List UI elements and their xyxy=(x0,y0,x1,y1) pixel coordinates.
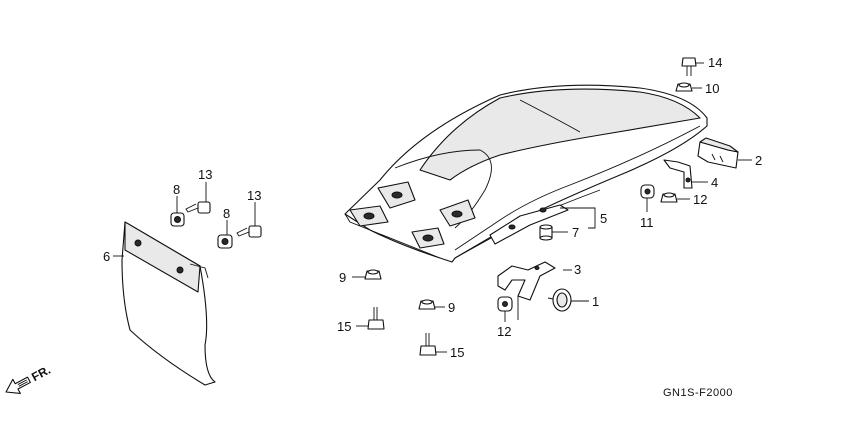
callout-5: 5 xyxy=(600,211,607,226)
callout-13-right: 13 xyxy=(247,188,261,203)
bolt-15b xyxy=(419,333,437,356)
bolt-14 xyxy=(681,57,697,76)
callout-8-left: 8 xyxy=(173,182,180,197)
collar-8a xyxy=(170,212,185,227)
callout-12-upper: 12 xyxy=(693,192,707,207)
nut-9b xyxy=(418,299,436,310)
callout-12-lower: 12 xyxy=(497,324,511,339)
mud-flap xyxy=(121,221,216,386)
bolt-15a xyxy=(367,307,385,330)
nut-12b xyxy=(660,192,678,203)
cushion-2 xyxy=(697,137,739,169)
callout-13-left: 13 xyxy=(198,167,212,182)
reflector-bracket xyxy=(497,261,556,301)
callout-3: 3 xyxy=(574,262,581,277)
nut-10 xyxy=(675,82,693,92)
callout-11: 11 xyxy=(640,215,654,230)
callout-9-left: 9 xyxy=(339,270,346,285)
callout-7: 7 xyxy=(572,225,579,240)
callout-8-right: 8 xyxy=(223,206,230,221)
nut-12a xyxy=(497,296,513,312)
callout-4: 4 xyxy=(711,175,718,190)
reflector xyxy=(547,288,572,312)
callout-6: 6 xyxy=(103,249,110,264)
callout-2: 2 xyxy=(755,153,762,168)
diagram-code: GN1S-F2000 xyxy=(663,387,733,399)
rear-fender xyxy=(344,84,708,263)
callout-10: 10 xyxy=(705,81,719,96)
callout-14: 14 xyxy=(708,55,722,70)
callout-15-right: 15 xyxy=(450,345,464,360)
callout-15-left: 15 xyxy=(337,319,351,334)
front-direction-marker: FR. xyxy=(5,363,53,394)
bolt-13b xyxy=(236,225,262,238)
bolt-13a xyxy=(185,201,211,214)
collar-8b xyxy=(217,234,233,249)
front-label: FR. xyxy=(29,363,53,384)
callout-9-right: 9 xyxy=(448,300,455,315)
callout-1: 1 xyxy=(592,294,599,309)
leader-lines xyxy=(113,62,752,353)
bracket-4 xyxy=(663,159,693,189)
nut-9a xyxy=(364,269,382,280)
callout-labels: 14 10 2 4 12 11 5 7 3 1 12 6 8 13 8 13 9… xyxy=(103,55,762,360)
collar-7 xyxy=(539,224,553,241)
nut-11 xyxy=(640,184,655,199)
